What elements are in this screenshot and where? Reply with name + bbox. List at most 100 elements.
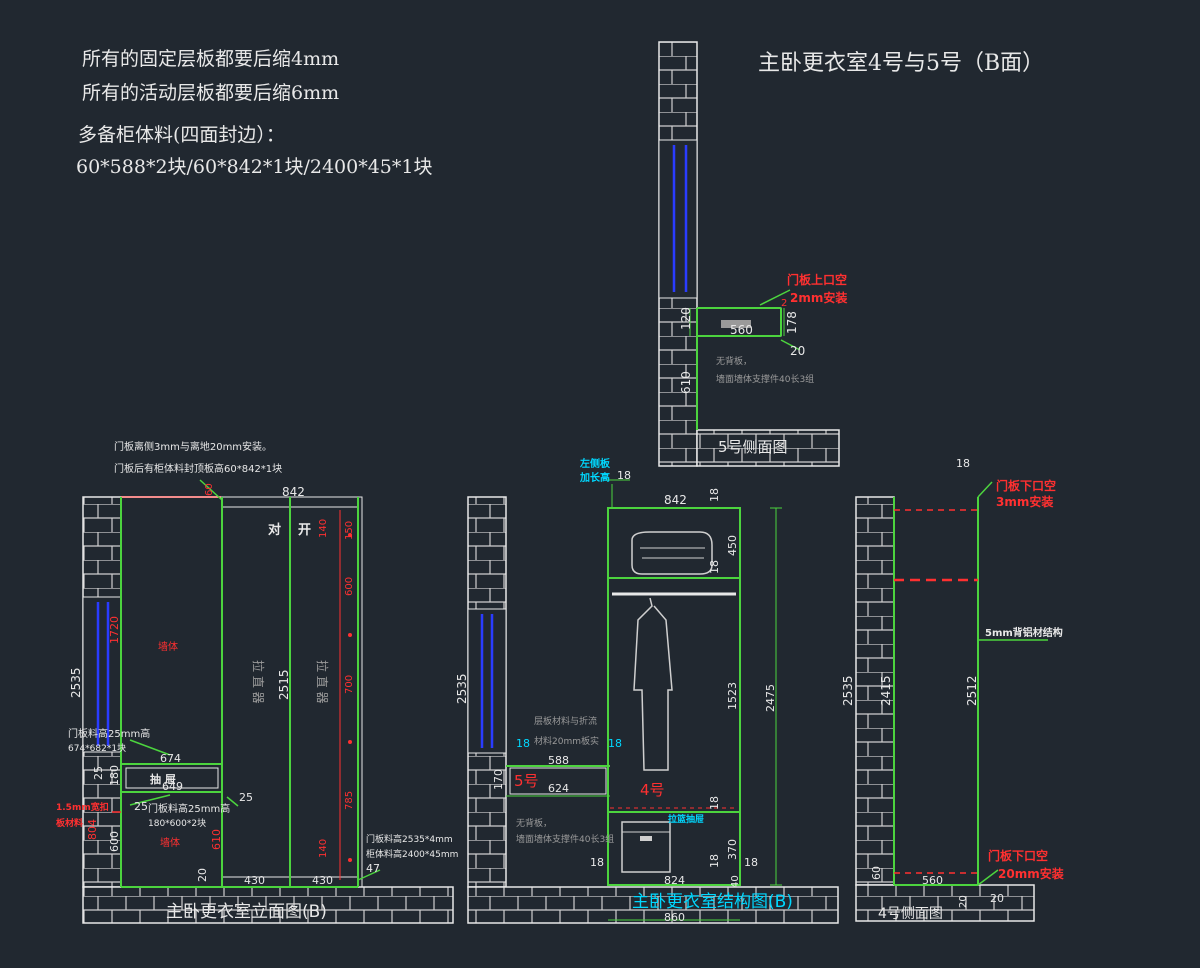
struct-w-624: 624 bbox=[548, 782, 569, 795]
struct-h-1523: 1523 bbox=[726, 682, 739, 710]
struct-w-18e: 18 bbox=[744, 856, 758, 869]
struct-label-5: 5号 bbox=[514, 772, 539, 790]
side5-h-120: 120 bbox=[679, 307, 693, 330]
elev-right-top: 140 bbox=[318, 519, 329, 538]
elev-panel-left: 拉 直 器 bbox=[251, 660, 266, 704]
side5-width-560: 560 bbox=[730, 323, 753, 337]
elev-drawer: 抽 屉 bbox=[150, 772, 176, 786]
elev-panel-right: 拉 直 器 bbox=[315, 660, 330, 704]
elev-door-label-1: 对 bbox=[268, 522, 281, 538]
elev-note-a: 门板离侧3mm与离地20mm安装。 bbox=[114, 440, 272, 453]
elev-w-25b: 25 bbox=[239, 791, 253, 804]
side4-h-2512: 2512 bbox=[965, 675, 979, 706]
elev-h-2515: 2515 bbox=[277, 669, 291, 700]
elev-h-600: 600 bbox=[108, 831, 121, 852]
elev-door-mat-b2: 180*600*2块 bbox=[148, 817, 206, 829]
note-line-4: 60*588*2块/60*842*1块/2400*45*1块 bbox=[76, 156, 433, 178]
side5-val-2: 2 bbox=[781, 298, 787, 309]
side4-red-4: 20mm安装 bbox=[998, 866, 1064, 881]
elev-left-red-2: 板材料 bbox=[56, 817, 83, 829]
elev-right-dim: 700 bbox=[344, 675, 355, 694]
elev-h-20: 20 bbox=[196, 868, 209, 882]
struct-w-588: 588 bbox=[548, 754, 569, 767]
struct-h-40: 40 bbox=[730, 875, 741, 888]
struct-h-2535: 2535 bbox=[455, 673, 469, 704]
side4-red-2: 3mm安装 bbox=[996, 494, 1053, 509]
elev-note-b: 门板后有柜体料封顶板高60*842*1块 bbox=[114, 462, 282, 475]
elev-h-804: 804 bbox=[86, 819, 99, 840]
struct-w-18-top: 18 bbox=[617, 469, 631, 482]
side5-title: 5号侧面图 bbox=[718, 438, 788, 456]
elev-h-610: 610 bbox=[210, 829, 223, 850]
struct-cyan-note: 拉篮抽屉 bbox=[668, 813, 704, 825]
elev-door-mat-a: 门板料高25mm高 bbox=[68, 727, 150, 740]
side4-w-560: 560 bbox=[922, 874, 943, 887]
elev-h-25: 25 bbox=[92, 766, 105, 780]
side5-red-note-1: 门板上口空 bbox=[787, 272, 847, 287]
side4-h-20: 20 bbox=[958, 895, 969, 908]
struct-w-18a: 18 bbox=[516, 737, 530, 750]
side-view-5 bbox=[658, 41, 840, 467]
struct-w-18d: 18 bbox=[708, 854, 721, 868]
elev-width-842: 842 bbox=[282, 485, 305, 499]
elev-bottom-b: 柜体料高2400*45mm bbox=[366, 848, 458, 860]
elev-w-25a: 25 bbox=[134, 800, 148, 813]
struct-w-860: 860 bbox=[664, 911, 685, 924]
elev-door-mat-a2: 674*682*1块 bbox=[68, 742, 126, 754]
elev-h-1720: 1720 bbox=[108, 616, 121, 644]
struct-shelf-note-2: 材料20mm板实 bbox=[534, 735, 599, 747]
elev-w-47: 47 bbox=[366, 862, 380, 875]
side5-h-610: 610 bbox=[679, 371, 693, 394]
elev-left-red-1: 1.5mm宽扣 bbox=[56, 801, 109, 813]
elev-right-dims: 150 600 700 785 140 bbox=[318, 521, 355, 858]
struct-h-370: 370 bbox=[726, 839, 739, 860]
elev-wall-top: 墙体 bbox=[158, 640, 178, 653]
side4-red-3: 门板下口空 bbox=[988, 848, 1048, 863]
structure-view bbox=[467, 479, 839, 924]
elev-w-430a: 430 bbox=[244, 874, 265, 887]
struct-h-170: 170 bbox=[492, 769, 505, 790]
note-line-2: 所有的活动层板都要后缩6mm bbox=[82, 82, 340, 104]
elev-h-180: 180 bbox=[108, 765, 121, 786]
elev-bottom-a: 门板料高2535*4mm bbox=[366, 833, 453, 845]
side4-h-2535: 2535 bbox=[841, 675, 855, 706]
note-line-1: 所有的固定层板都要后缩4mm bbox=[82, 48, 340, 70]
side5-note-2: 墙面墙体支撑件40长3组 bbox=[716, 373, 814, 385]
side4-w-18: 18 bbox=[956, 457, 970, 470]
elev-right-dim: 140 bbox=[318, 839, 329, 858]
elev-title: 主卧更衣室立面图(B) bbox=[166, 902, 327, 922]
struct-h-18b: 18 bbox=[708, 796, 721, 810]
note-line-3: 多备柜体料(四面封边）： bbox=[78, 124, 285, 146]
struct-w-18b: 18 bbox=[608, 737, 622, 750]
side-view-4 bbox=[855, 481, 1048, 922]
side4-note-mid: 5mm背铝材结构 bbox=[985, 626, 1063, 639]
page-heading: 主卧更衣室4号与5号（B面） bbox=[758, 51, 1045, 76]
struct-label-4: 4号 bbox=[640, 781, 665, 799]
struct-top-note-2: 加长高 bbox=[579, 471, 610, 484]
struct-back-note-1: 无背板， bbox=[516, 817, 552, 829]
struct-title: 主卧更衣室结构图(B) bbox=[632, 892, 793, 912]
struct-shelf-note-1: 层板材料与折流 bbox=[534, 715, 597, 727]
side5-w-20: 20 bbox=[790, 344, 805, 358]
side4-h-60: 60 bbox=[870, 866, 883, 880]
elev-w-430b: 430 bbox=[312, 874, 333, 887]
struct-w-824: 824 bbox=[664, 874, 685, 887]
elev-width-674: 674 bbox=[160, 752, 181, 765]
struct-back-note-2: 墙面墙体支撑件40长3组 bbox=[516, 833, 614, 845]
struct-top-note-1: 左侧板 bbox=[579, 457, 611, 470]
side5-red-note-2: 2mm安装 bbox=[790, 290, 847, 305]
side5-h-178: 178 bbox=[785, 311, 799, 334]
elev-wall-bottom: 墙体 bbox=[160, 836, 180, 849]
struct-h-2475: 2475 bbox=[764, 684, 777, 712]
elev-door-label-2: 开 bbox=[298, 523, 311, 538]
elev-h-total: 2535 bbox=[69, 667, 83, 698]
struct-h-450: 450 bbox=[726, 535, 739, 556]
struct-w-18-r: 18 bbox=[708, 488, 721, 502]
struct-w-18c: 18 bbox=[590, 856, 604, 869]
elev-right-dim: 785 bbox=[344, 791, 355, 810]
struct-width-842: 842 bbox=[664, 493, 687, 507]
side4-red-1: 门板下口空 bbox=[996, 478, 1056, 493]
elev-top-gap: 60 bbox=[204, 483, 215, 496]
elev-right-dim: 600 bbox=[344, 577, 355, 596]
